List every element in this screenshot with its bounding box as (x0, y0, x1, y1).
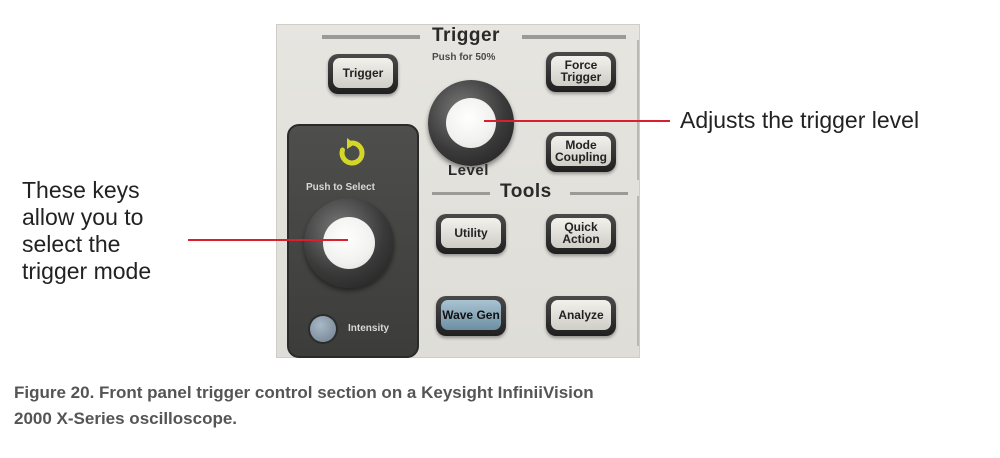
trigger-section-title: Trigger (432, 25, 500, 46)
mode-coupling-button[interactable]: Mode Coupling (546, 132, 616, 172)
level-knob-label: Level (448, 162, 489, 179)
left-annotation-line-1: These keys (22, 177, 140, 203)
select-knob-cap (323, 217, 375, 269)
left-annotation-line-4: trigger mode (22, 258, 152, 284)
left-annotation-text: These keys allow you to select the trigg… (22, 177, 151, 285)
intensity-button[interactable] (310, 316, 336, 342)
trigger-button[interactable]: Trigger (328, 54, 398, 94)
left-annotation-line-2: allow you to (22, 204, 144, 230)
tools-header-rule-left (432, 192, 490, 195)
trigger-button-label: Trigger (333, 58, 393, 88)
tools-header-rule-right (570, 192, 628, 195)
panel-right-divider-bottom (637, 196, 639, 346)
select-knob[interactable] (304, 198, 394, 288)
quick-action-button-label: Quick Action (551, 218, 611, 248)
level-knob-cap (446, 98, 496, 148)
utility-button-label: Utility (441, 218, 501, 248)
push-to-select-icon (339, 138, 365, 166)
right-annotation-text: Adjusts the trigger level (680, 107, 920, 133)
force-trigger-button-label: Force Trigger (551, 56, 611, 86)
caption-line-2: 2000 X-Series oscilloscope. (14, 409, 238, 428)
intensity-label: Intensity (348, 323, 390, 334)
trigger-header-rule-right (522, 35, 626, 39)
utility-button[interactable]: Utility (436, 214, 506, 254)
left-annotation-leader (188, 239, 348, 241)
right-annotation-leader (484, 120, 670, 122)
left-annotation-line-3: select the (22, 231, 121, 257)
level-knob[interactable] (428, 80, 514, 166)
push-to-select-label: Push to Select (306, 182, 375, 193)
wave-gen-button-label: Wave Gen (441, 300, 501, 330)
caption-line-1: Figure 20. Front panel trigger control s… (14, 383, 594, 402)
analyze-button-label: Analyze (551, 300, 611, 330)
panel-right-divider-top (637, 40, 639, 180)
figure-caption: Figure 20. Front panel trigger control s… (14, 380, 774, 432)
analyze-button[interactable]: Analyze (546, 296, 616, 336)
force-trigger-button[interactable]: Force Trigger (546, 52, 616, 92)
mode-coupling-button-label: Mode Coupling (551, 136, 611, 166)
wave-gen-button[interactable]: Wave Gen (436, 296, 506, 336)
trigger-header-rule-left (322, 35, 420, 39)
trigger-push-subtitle: Push for 50% (432, 52, 496, 63)
tools-section-title: Tools (500, 181, 552, 202)
quick-action-button[interactable]: Quick Action (546, 214, 616, 254)
